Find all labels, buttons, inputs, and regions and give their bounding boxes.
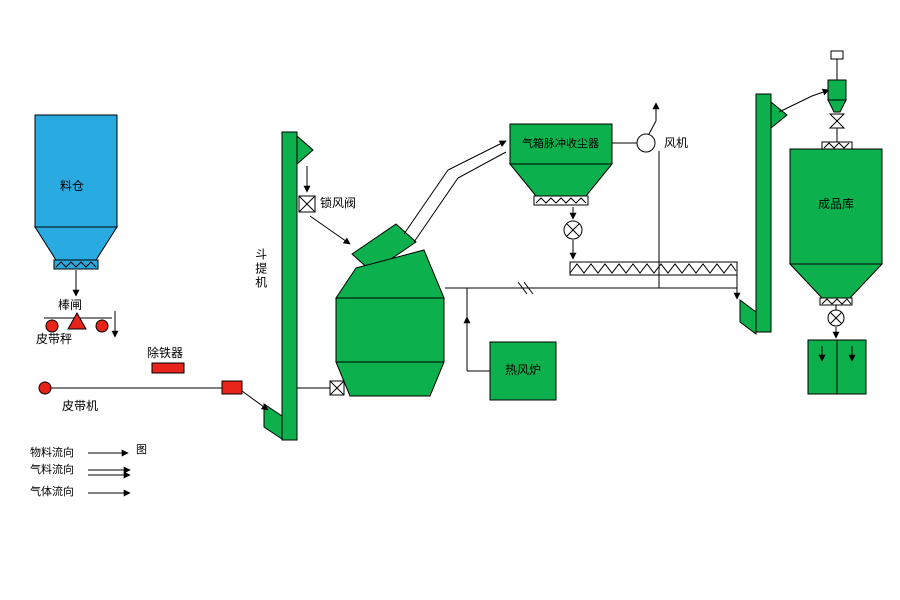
belt-conveyor (38, 362, 243, 395)
iron-remover-label: 除铁器 (147, 346, 184, 360)
feed-silo-hopper (34, 226, 118, 261)
belt-scale (44, 311, 112, 333)
rotary-x2 (566, 223, 580, 237)
dust-collector (508, 123, 614, 206)
raw-mill (335, 223, 445, 397)
product-silo-hopper (788, 263, 884, 299)
belt-head-drive (221, 380, 243, 395)
scale-roller-right (95, 319, 109, 333)
cyclone-valve-bottom (828, 120, 846, 129)
feed-silo-label: 料仓 (60, 179, 85, 193)
scale-roller-left (45, 319, 59, 333)
cyclone-feeder (778, 50, 853, 150)
product-silo (788, 148, 884, 299)
belt-to-elevator-arrow (241, 390, 269, 411)
mill-valve-x2 (329, 380, 345, 396)
cyclone-cone (827, 99, 847, 113)
screw-conveyor-flights (569, 263, 737, 274)
gas-lines (445, 275, 741, 372)
duct-outer (403, 140, 507, 235)
mill-body (335, 297, 445, 363)
feed-silo (34, 114, 118, 270)
belt-conveyor-label: 皮带机 (62, 399, 99, 413)
iron-remover-icon (151, 362, 185, 374)
hot-air-furnace-label: 热风炉 (505, 363, 542, 377)
mill-duct (403, 140, 507, 243)
air-lock-valve (298, 195, 316, 213)
elevator-right-shaft (755, 93, 772, 333)
legend-gas-material-label: 气料流向 (30, 463, 74, 476)
dust-collector-body (509, 123, 613, 165)
elevator-right-boot (739, 299, 757, 335)
fan-icon (636, 133, 656, 153)
cyclone-valve-top (828, 113, 846, 122)
elevator-left-boot (263, 403, 283, 440)
feed-silo-outlet-hatch (55, 261, 97, 268)
legend-arrows (88, 449, 131, 497)
bucket-elevator-right (739, 93, 788, 335)
feed-silo-body (34, 114, 118, 228)
dust-collector-label: 气箱脉冲收尘器 (522, 137, 599, 150)
belt-pulley (38, 381, 52, 395)
product-outlet-hatch (821, 298, 852, 305)
fan (612, 102, 660, 288)
elevator-to-cyclone-duct (778, 88, 830, 113)
dust-collector-outlet (533, 195, 589, 206)
elevator-left-spout (296, 134, 314, 166)
dust-collector-outlet-hatch (535, 197, 587, 204)
product-silo-label: 成品库 (818, 197, 855, 211)
hot-air-furnace (489, 341, 557, 401)
rod-gate-label: 棒闸 (58, 298, 83, 312)
mill-base (335, 361, 445, 397)
bucket-elevator-left (263, 131, 314, 441)
legend-material-label: 物料流向 (30, 446, 74, 459)
legend-gas-label: 气体流向 (30, 485, 74, 498)
screw-conveyor (569, 261, 738, 276)
bucket-elevator-label: 斗提机 (253, 248, 268, 290)
mill-outlet-valve (297, 380, 345, 396)
feed-silo-outlet (53, 259, 99, 270)
product-silo-body (789, 148, 883, 265)
legend-figure-label: 图 (136, 443, 147, 456)
hot-air-furnace-body (489, 341, 557, 401)
product-valve-x2 (829, 311, 843, 325)
line-break-2 (523, 281, 534, 295)
duct-inner (413, 151, 507, 243)
belt-scale-label: 皮带秤 (36, 332, 73, 346)
flow-arrows (72, 166, 856, 411)
line-break-1 (517, 281, 528, 295)
cyclone-vent-box (830, 50, 844, 60)
elevator-right-spout (770, 100, 788, 130)
rod-gate-icon (67, 311, 87, 330)
elevator-left-shaft (281, 131, 298, 441)
dust-collector-hopper (508, 163, 614, 197)
packing-machine (807, 339, 867, 395)
valve-to-mill-arrow (309, 215, 351, 245)
product-discharge-valve (819, 297, 853, 327)
valve-x2 (298, 195, 316, 213)
rotary-valve (563, 220, 583, 240)
cyclone-body (827, 79, 847, 101)
fan-label: 风机 (664, 136, 689, 150)
fan-spout (648, 120, 657, 135)
silo-inlet-hatch (823, 142, 850, 149)
air-lock-valve-label: 锁风阀 (320, 196, 357, 210)
